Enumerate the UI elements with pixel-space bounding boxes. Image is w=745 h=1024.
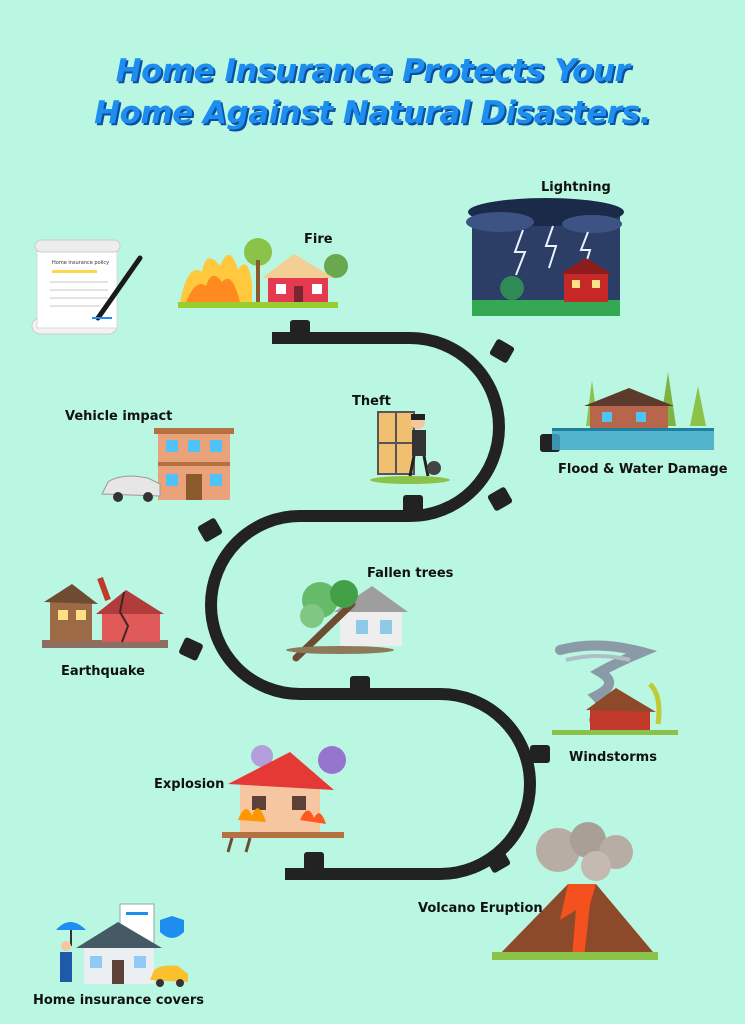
title-line-2: Home Against Natural Disasters. [94,95,651,131]
fallen-trees-illustration [286,580,408,662]
fire-scene-illustration [178,238,348,308]
windstorms-illustration [552,640,678,735]
flood-illustration [552,372,714,450]
label-volcano-eruption: Volcano Eruption [418,901,543,916]
label-fire: Fire [304,232,333,247]
vehicle-impact-illustration [101,428,234,502]
volcano-eruption-illustration [492,822,658,960]
page-title: Home Insurance Protects Your Home Agains… [0,50,745,134]
home-insurance-covers-illustration [56,903,188,987]
label-lightning: Lightning [541,180,611,195]
lightning-storm-illustration [466,198,624,316]
explosion-illustration [222,745,346,853]
label-windstorms: Windstorms [569,750,657,765]
label-theft: Theft [352,394,391,409]
title-line-1: Home Insurance Protects Your [115,53,630,89]
earthquake-illustration [42,576,168,648]
label-home-insurance-covers: Home insurance covers [33,993,204,1008]
winding-road [205,332,536,880]
label-explosion: Explosion [154,777,225,792]
theft-illustration [370,411,450,484]
policy-doc-title: Home insurance policy [52,260,109,266]
label-flood: Flood & Water Damage [558,462,728,477]
label-vehicle-impact: Vehicle impact [65,409,173,424]
label-earthquake: Earthquake [61,664,145,679]
label-fallen-trees: Fallen trees [367,566,454,581]
insurance-policy-document-icon: Home insurance policy [31,239,143,335]
